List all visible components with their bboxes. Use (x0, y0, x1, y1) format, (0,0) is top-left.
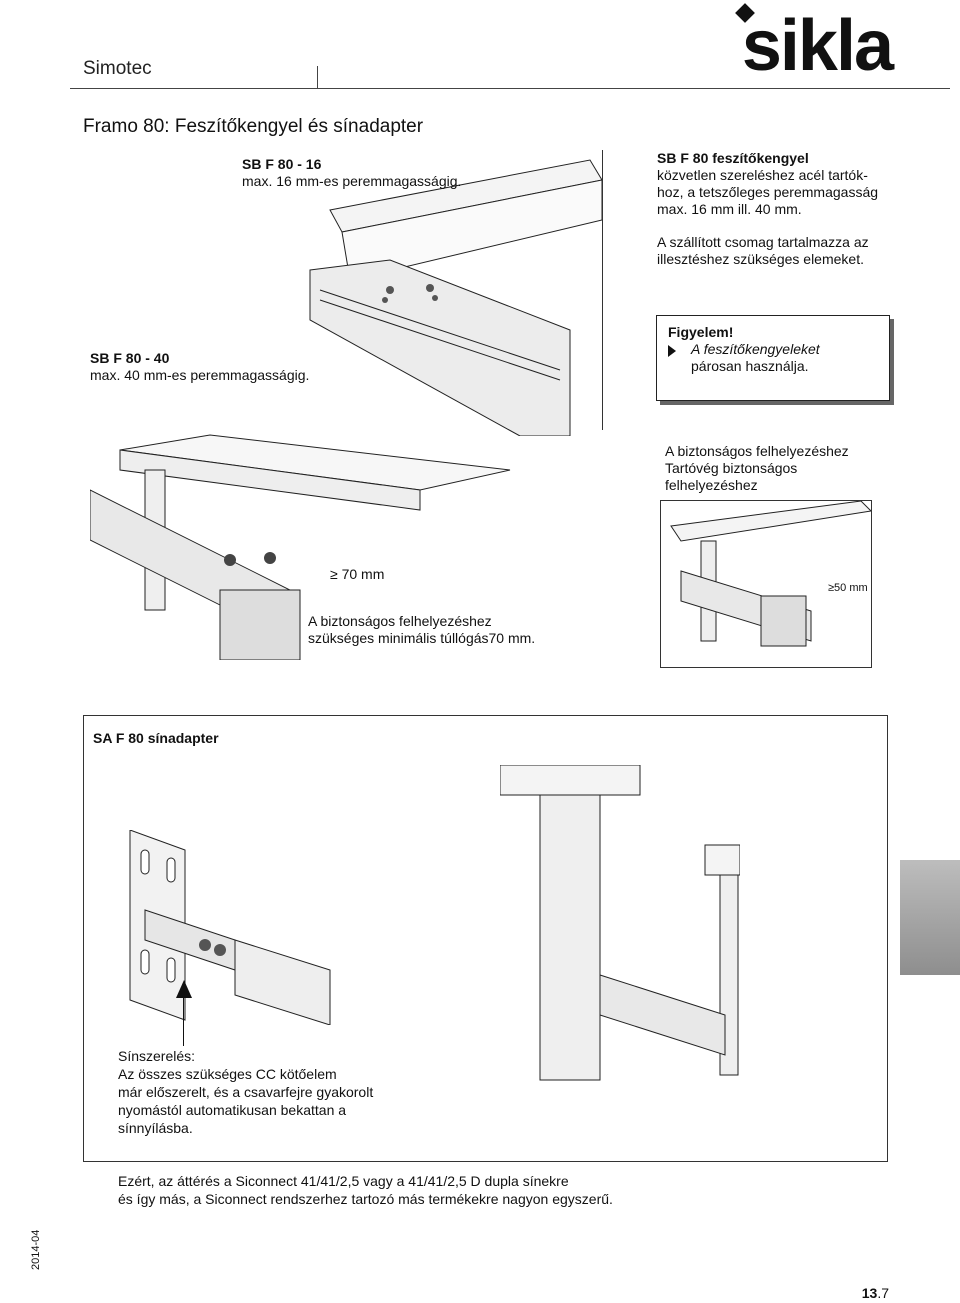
warning-title: Figyelem! (668, 324, 734, 340)
sbf40-title: SB F 80 - 40 (90, 350, 170, 366)
sbf40-text: max. 40 mm-es peremmagasságig. (90, 367, 310, 383)
safe-placement-text: A biztonságos felhelyezéshez Tartóvég bi… (665, 443, 849, 494)
sbf-top-image-area (90, 150, 603, 437)
rail-line: már előszerelt, és a csavarfejre gyakoro… (118, 1084, 374, 1100)
arrow-up-icon (176, 980, 192, 998)
arrow-right-icon (668, 345, 676, 357)
safe-line: A biztonságos felhelyezéshez (665, 443, 849, 459)
chapter-thumbnail-tab (900, 860, 960, 975)
page-title: Framo 80: Feszítőkengyel és sínadapter (83, 116, 424, 137)
sbf-pack-line: A szállított csomag tartalmazza az (657, 234, 869, 250)
warning-box: Figyelem! A feszítőkengyeleket párosan h… (656, 315, 890, 401)
dimension-50-label: ≥50 mm (828, 580, 868, 597)
sbf-desc-line: max. 16 mm ill. 40 mm. (657, 201, 802, 217)
page-number-suffix: .7 (877, 1285, 889, 1301)
dimension-70-value: 70 mm (341, 566, 385, 582)
warning-line: párosan használja. (691, 358, 809, 374)
ceiling-mount-illustration (499, 764, 741, 1085)
rail-line: Sínszerelés: (118, 1048, 196, 1064)
footer-note: Ezért, az áttérés a Siconnect 41/41/2,5 … (118, 1172, 613, 1208)
frame-divider (602, 150, 603, 430)
saf-title: SA F 80 sínadapter (93, 730, 219, 746)
page-number-chapter: 13 (861, 1285, 878, 1301)
saf-section-frame (83, 715, 888, 1162)
sbf-desc-line: hoz, a tetszőleges peremmagasság (657, 184, 879, 200)
section-title: Simotec (83, 58, 152, 79)
min-line: szükséges minimális túllógás70 mm. (308, 630, 536, 646)
rail-line: Az összes szükséges CC kötőelem (118, 1066, 337, 1082)
beam-clamp-illustration-middle (89, 430, 610, 661)
beam-clamp-illustration-top (90, 150, 603, 437)
sbf16-text: max. 16 mm-es peremmagasságig. (242, 173, 462, 189)
warning-line: A feszítőkengyeleket (691, 341, 820, 357)
dimension-70-label: ≥ 70 mm (330, 566, 384, 583)
arrow-stem (183, 998, 184, 1046)
header-rule (70, 88, 950, 89)
sbf-description: SB F 80 feszítőkengyel közvetlen szerelé… (657, 150, 917, 268)
rail-adapter-illustration (125, 829, 340, 1026)
sbf-desc-line: közvetlen szereléshez acél tartók- (657, 167, 868, 183)
footer-line: Ezért, az áttérés a Siconnect 41/41/2,5 … (118, 1173, 569, 1189)
dimension-50-value: 50 mm (834, 582, 868, 594)
page-number: 13.7 (862, 1285, 889, 1301)
safe-line: Tartóvég biztonságos (665, 460, 798, 476)
greater-equal-icon: ≥ (330, 566, 338, 582)
rail-mounting-text: Sínszerelés: Az összes szükséges CC kötő… (118, 1047, 373, 1137)
greater-equal-icon: ≥ (828, 582, 835, 594)
sbf40-label: SB F 80 - 40 max. 40 mm-es peremmagasság… (90, 350, 340, 384)
header-divider (317, 66, 318, 88)
footer-line: és így más, a Siconnect rendszerhez tart… (118, 1191, 613, 1207)
safe-line: felhelyezéshez (665, 477, 758, 493)
edition-date: 2014-04 (30, 1229, 42, 1270)
sbf16-label: SB F 80 - 16 max. 16 mm-es peremmagasság… (242, 156, 461, 190)
min-line: A biztonságos felhelyezéshez (308, 613, 492, 629)
beam-end-illustration (660, 500, 873, 668)
rail-line: sínnyílásba. (118, 1120, 193, 1136)
sbf-desc-title: SB F 80 feszítőkengyel (657, 150, 809, 166)
sikla-logo: sikla (741, 6, 894, 86)
min-overhang-text: A biztonságos felhelyezéshez szükséges m… (308, 613, 535, 647)
rail-line: nyomástól automatikusan bekattan a (118, 1102, 347, 1118)
sbf-pack-line: illesztéshez szükséges elemeket. (657, 251, 864, 267)
sbf16-title: SB F 80 - 16 (242, 156, 322, 172)
